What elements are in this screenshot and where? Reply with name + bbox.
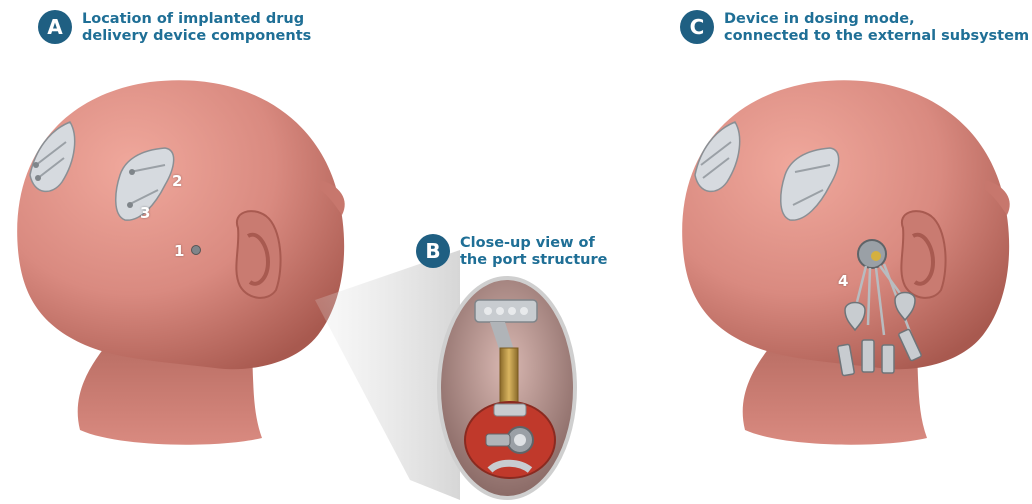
head-a — [17, 80, 345, 444]
component-number-1: 1 — [174, 242, 184, 260]
panel-c-badge: C — [680, 10, 714, 44]
panel-a-caption: Location of implanted drug delivery devi… — [82, 11, 311, 45]
panel-c-label: C Device in dosing mode, connected to th… — [680, 10, 1029, 45]
port-closeup-lens — [439, 278, 575, 498]
panel-c-caption-line-2: connected to the external subsystem — [724, 28, 1029, 45]
panel-c-caption-line-1: Device in dosing mode, — [724, 11, 1029, 28]
panel-b-caption: Close-up view of the port structure — [460, 235, 607, 269]
panel-b-badge: B — [416, 234, 450, 268]
panel-a-label: A Location of implanted drug delivery de… — [38, 10, 311, 45]
panel-a-badge: A — [38, 10, 72, 44]
panel-b-caption-line-2: the port structure — [460, 252, 607, 269]
panel-a-caption-line-2: delivery device components — [82, 28, 311, 45]
component-number-3: 3 — [140, 204, 150, 222]
panel-a-caption-line-1: Location of implanted drug — [82, 11, 311, 28]
panel-b-caption-line-1: Close-up view of — [460, 235, 607, 252]
head-c — [682, 80, 1010, 444]
panel-c-caption: Device in dosing mode, connected to the … — [724, 11, 1029, 45]
component-number-4: 4 — [838, 272, 848, 290]
panel-b-label: B Close-up view of the port structure — [416, 234, 607, 269]
component-number-2: 2 — [172, 172, 182, 190]
